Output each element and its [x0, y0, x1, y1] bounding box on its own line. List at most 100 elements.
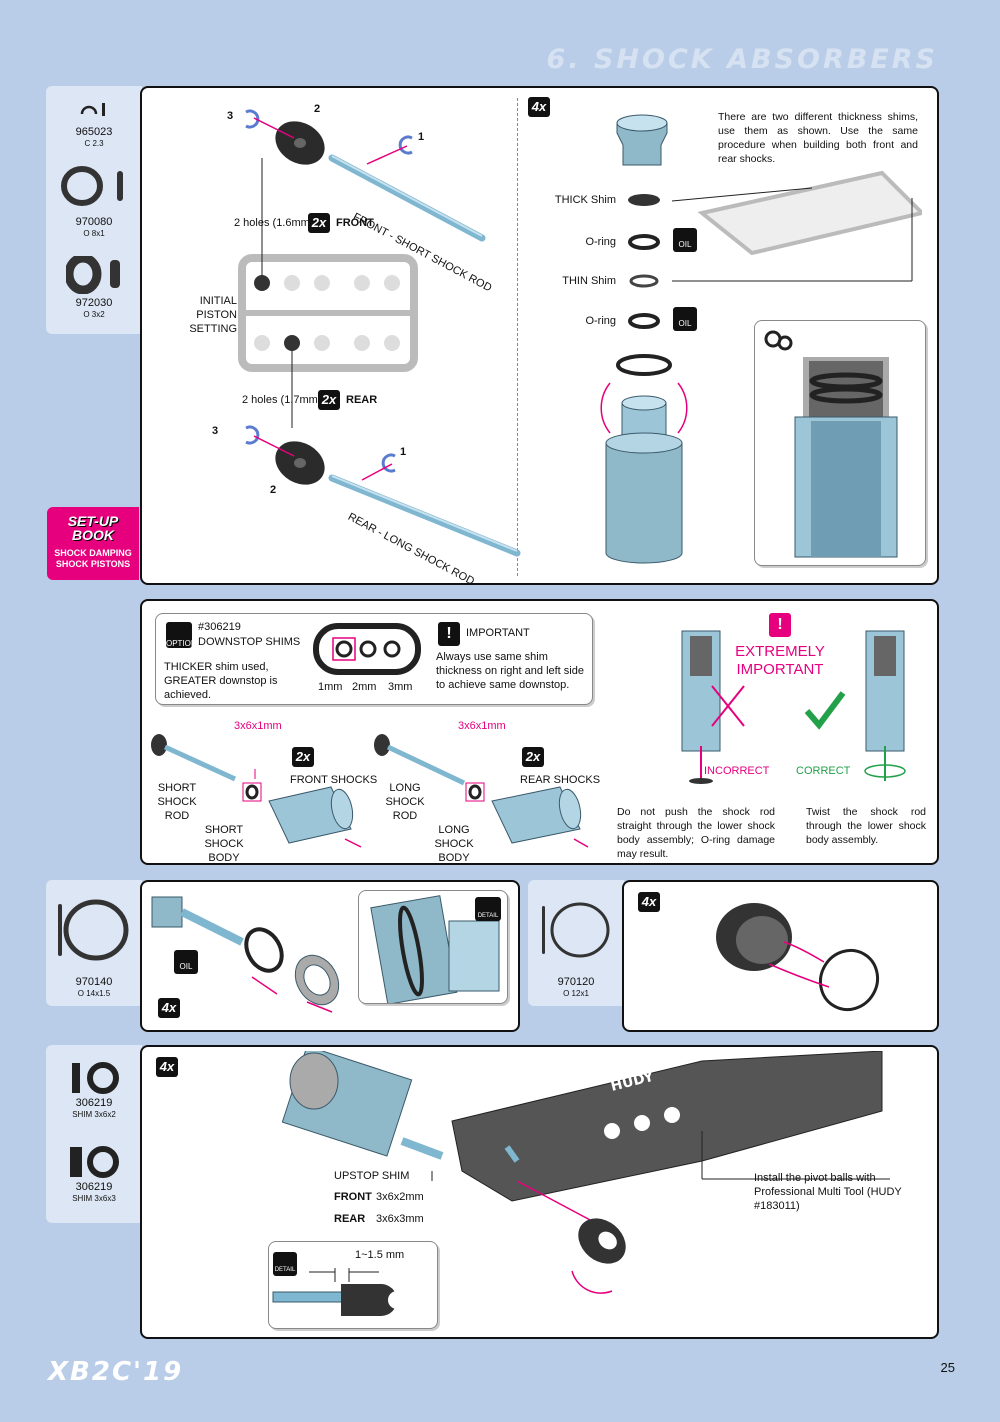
upstop-front-label: FRONT: [334, 1191, 372, 1203]
callout-2-front: 2: [314, 103, 321, 115]
oring-detail-callout: DETAIL: [358, 890, 508, 1004]
oil-icon-3: OIL: [174, 950, 198, 974]
size-3mm: 3mm: [388, 681, 413, 693]
shim-stack-illustration: [600, 114, 922, 564]
important-title: IMPORTANT: [466, 627, 530, 639]
upstop-rear-label: REAR: [334, 1213, 366, 1225]
incorrect-text: Do not push the shock rod straight throu…: [617, 806, 775, 860]
warning-icon: !: [769, 613, 791, 637]
oring-large-icon: [58, 899, 129, 961]
gap-label: 1~1.5 mm: [355, 1249, 405, 1261]
callout-3-front: 3: [227, 110, 234, 122]
shim-sprue-icon: [313, 623, 421, 675]
divider: [517, 98, 518, 576]
shim-2mm-icon: [72, 1062, 119, 1094]
gap-detail-illustration: [272, 1268, 406, 1316]
piston-illustration: [238, 109, 521, 557]
size-2mm: 2mm: [352, 681, 377, 693]
cap-oring-illustration: [716, 903, 880, 1012]
shim-3mm-icon: [70, 1146, 119, 1178]
gap-detail-callout: DETAIL 1~1.5 mm: [268, 1241, 438, 1329]
thin-shim-label: THIN Shim: [562, 275, 616, 287]
upstop-front-size: 3x6x2mm: [376, 1191, 424, 1203]
oring-icon: [61, 166, 123, 206]
oring-thick-icon: [66, 256, 120, 294]
front-holes-label: 2 holes (1.6mm): [234, 217, 314, 229]
tool-note: Install the pivot balls with Professiona…: [754, 1172, 902, 1212]
upstop-label: UPSTOP SHIM: [334, 1170, 410, 1182]
initial-setting-label: INITIAL PISTON SETTING: [189, 295, 237, 335]
oring-panel: OIL 4x DETAIL: [140, 880, 520, 1032]
front-shocks-qty: 2x: [292, 747, 314, 767]
detail-inset: [754, 320, 926, 566]
front-shocks-label: FRONT SHOCKS: [290, 774, 378, 786]
downstop-panel: OPTION #306219 DOWNSTOP SHIMS THICKER sh…: [140, 599, 939, 865]
shim-note: There are two different thickness shims,…: [718, 111, 918, 165]
oring-qty-badge: 4x: [158, 998, 180, 1018]
option-code: #306219: [198, 621, 241, 633]
product-logo: XB2C'19: [48, 1357, 184, 1387]
option-callout: OPTION #306219 DOWNSTOP SHIMS THICKER sh…: [155, 613, 593, 705]
callout-1-rear: 1: [400, 446, 407, 458]
pivot-qty-badge: 4x: [156, 1057, 178, 1077]
rear-shocks-label: REAR SHOCKS: [520, 774, 601, 786]
correct-incorrect-illustration: [681, 630, 906, 784]
correct-text: Twist the shock rod through the lower sh…: [806, 806, 926, 846]
incorrect-label: INCORRECT: [704, 765, 770, 777]
rear-qty-badge: 2x: [318, 390, 340, 410]
front-shim-size: 3x6x1mm: [234, 720, 282, 732]
detail-icon: DETAIL: [475, 897, 501, 921]
oring-detail-illustration: [370, 895, 500, 1003]
oil-icon-2: OIL: [673, 307, 697, 331]
cap-qty-badge: 4x: [638, 892, 660, 912]
size-1mm: 1mm: [318, 681, 343, 693]
short-rod-label: SHORT SHOCK ROD: [157, 782, 197, 822]
oil-icon: OIL: [673, 228, 697, 252]
rear-shim-size: 3x6x1mm: [458, 720, 506, 732]
callout-1-front: 1: [418, 131, 425, 143]
piston-shim-panel: 3 2 1 FRONT - SHORT SHOCK ROD 2 holes (1…: [140, 86, 939, 588]
detail-icon-2: DETAIL: [273, 1252, 297, 1276]
page-title: 6. SHOCK ABSORBERS: [546, 44, 938, 75]
option-title: DOWNSTOP SHIMS: [198, 636, 301, 648]
page-number: 25: [940, 1360, 955, 1375]
rear-shock-illustration: [374, 734, 589, 848]
callout-2-rear: 2: [270, 484, 277, 496]
long-body-label: LONG SHOCK BODY: [434, 824, 474, 864]
rear-shocks-qty: 2x: [522, 747, 544, 767]
option-text: THICKER shim used, GREATER downstop is a…: [164, 661, 278, 701]
setup-book-tag: SET-UP BOOK SHOCK DAMPING SHOCK PISTONS: [47, 507, 139, 580]
oring2-label: O-ring: [585, 315, 616, 327]
extremely-important-label: EXTREMELY IMPORTANT: [735, 643, 825, 678]
important-icon: !: [438, 622, 460, 646]
upstop-rear-size: 3x6x3mm: [376, 1213, 424, 1225]
front-shock-illustration: [151, 734, 362, 848]
pivot-panel: 4x HUDY UPSTOP SHIM FRONT 3x6x2mm REAR 3…: [140, 1045, 939, 1339]
cap-oring-panel: 4x: [622, 880, 939, 1032]
rear-holes-label: 2 holes (1.7mm): [242, 394, 322, 406]
thumbs-up-icon: OPTION: [166, 622, 197, 648]
collar-oring-illustration: [151, 896, 340, 1013]
long-rod-label: LONG SHOCK ROD: [385, 782, 425, 822]
short-body-label: SHORT SHOCK BODY: [204, 824, 244, 864]
shim-qty-badge: 4x: [528, 97, 550, 117]
shock-detail-illustration: [764, 330, 898, 558]
front-qty-badge: 2x: [308, 213, 330, 233]
correct-label: CORRECT: [796, 765, 851, 777]
multitool-illustration: HUDY: [282, 1051, 890, 1294]
front-label: FRONT: [336, 217, 374, 229]
callout-3-rear: 3: [212, 425, 219, 437]
oring-medium-icon: [542, 902, 610, 958]
important-text: Always use same shim thickness on right …: [436, 651, 584, 691]
